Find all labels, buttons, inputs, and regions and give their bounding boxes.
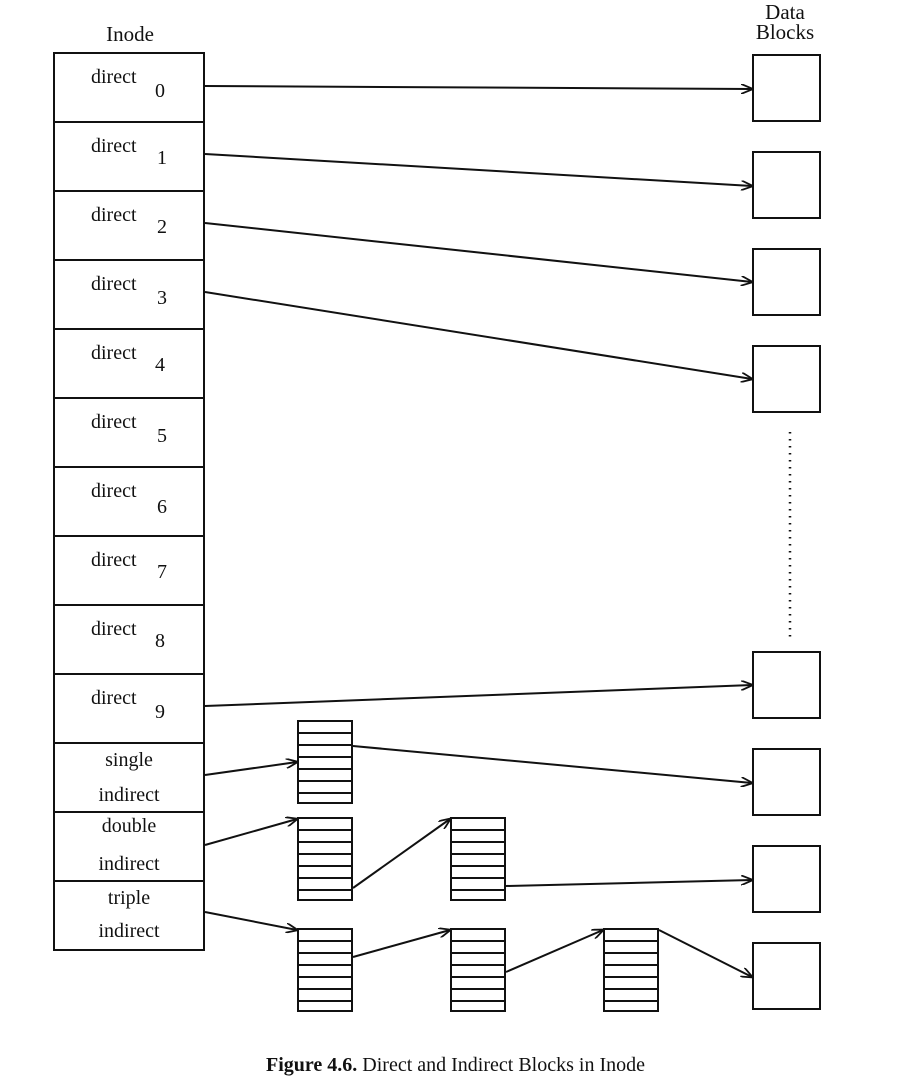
arrow-double-l1-to-l2 [352, 819, 450, 889]
direct-subscript: 6 [157, 496, 167, 518]
double-label: double [101, 815, 157, 837]
arrow-direct-1 [204, 153, 752, 186]
direct-label: direct [91, 66, 137, 88]
direct-subscript: 0 [155, 80, 165, 102]
inode-cell-direct-5: direct 5 [53, 397, 205, 466]
inode-cell-triple-indirect: triple indirect [53, 880, 205, 951]
direct-label: direct [91, 618, 137, 640]
direct-label: direct [91, 135, 137, 157]
direct-subscript: 3 [157, 287, 167, 309]
inode-cell-direct-4: direct 4 [53, 328, 205, 397]
triple-label: triple [107, 887, 151, 909]
arrow-direct-2 [204, 222, 752, 282]
double-indirect-block-level1 [297, 817, 353, 901]
data-blocks-title-line1: Data [765, 0, 805, 24]
single-label: single [105, 749, 153, 771]
triple-indirect-block-level1 [297, 928, 353, 1012]
indirect-label: indirect [98, 853, 160, 875]
arrow-single-to-block [204, 762, 297, 776]
arrow-direct-9 [204, 685, 752, 707]
figure-number: Figure 4.6. [266, 1054, 358, 1076]
inode-cell-double-indirect: double indirect [53, 811, 205, 880]
arrow-double-l2-to-data [505, 880, 752, 887]
figure-caption: Figure 4.6. Direct and Indirect Blocks i… [0, 1054, 911, 1077]
arrow-double-to-block [204, 819, 297, 846]
inode-cell-direct-8: direct 8 [53, 604, 205, 673]
inode-title: Inode [106, 22, 154, 46]
arrow-triple-to-block [204, 911, 297, 930]
direct-label: direct [91, 687, 137, 709]
arrow-direct-3 [204, 291, 752, 379]
triple-indirect-block-level3 [603, 928, 659, 1012]
arrow-triple-l1-to-l2 [352, 930, 450, 958]
direct-subscript: 2 [157, 216, 167, 238]
data-blocks-title: Data Blocks [740, 0, 830, 44]
inode-cell-direct-6: direct 6 [53, 466, 205, 535]
data-blocks-title-line2: Blocks [755, 20, 815, 44]
arrow-triple-l2-to-l3 [505, 930, 603, 973]
arrow-triple-l3-to-data [658, 929, 752, 977]
direct-subscript: 8 [155, 630, 165, 652]
inode-cell-single-indirect: single indirect [53, 742, 205, 811]
inode-cell-direct-3: direct 3 [53, 259, 205, 328]
direct-subscript: 1 [157, 147, 167, 169]
triple-indirect-block-level2 [450, 928, 506, 1012]
inode-cell-direct-0: direct 0 [53, 52, 205, 121]
arrow-direct-0 [204, 86, 752, 89]
arrow-single-block-to-data [352, 745, 752, 783]
figure-caption-text: Direct and Indirect Blocks in Inode [362, 1054, 645, 1076]
indirect-label: indirect [98, 920, 160, 942]
direct-label: direct [91, 549, 137, 571]
direct-subscript: 7 [157, 561, 167, 583]
double-indirect-block-level2 [450, 817, 506, 901]
inode-cell-direct-1: direct 1 [53, 121, 205, 190]
direct-label: direct [91, 273, 137, 295]
direct-subscript: 9 [155, 701, 165, 723]
direct-subscript: 5 [157, 425, 167, 447]
direct-label: direct [91, 342, 137, 364]
direct-label: direct [91, 204, 137, 226]
inode-cell-direct-7: direct 7 [53, 535, 205, 604]
indirect-label: indirect [98, 784, 160, 806]
inode-cell-direct-9: direct 9 [53, 673, 205, 742]
direct-subscript: 4 [155, 354, 165, 376]
inode-cell-direct-2: direct 2 [53, 190, 205, 259]
direct-label: direct [91, 480, 137, 502]
direct-label: direct [91, 411, 137, 433]
